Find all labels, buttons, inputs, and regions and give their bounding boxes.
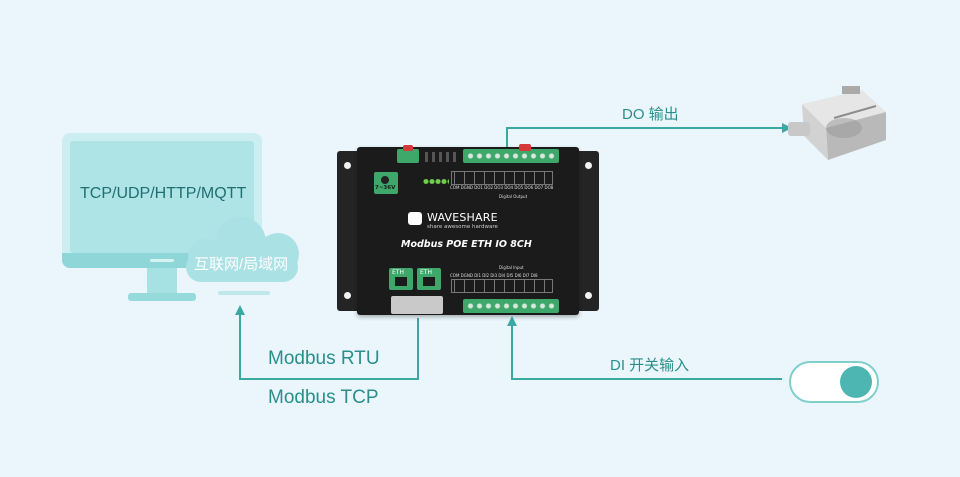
cloud-label: 互联网/局域网 <box>194 256 289 273</box>
do-output-label: DO 输出 <box>622 106 679 123</box>
eth-port-1: ETH <box>389 268 413 290</box>
di-input-label: DI 开关输入 <box>610 357 690 374</box>
brand-label: WAVESHARE <box>427 211 498 224</box>
status-leds <box>423 179 449 184</box>
power-plug <box>403 145 413 151</box>
modbus-line <box>235 305 419 380</box>
do-pin-labels: COM DGND DO1 DO2 DO3 DO4 DO5 DO6 DO7 DO8 <box>450 185 554 190</box>
do-title: Digital Output <box>499 194 528 199</box>
di-pin-labels: COM DGND DI1 DI2 DI3 DI4 DI5 DI6 DI7 DI8 <box>450 273 538 278</box>
waveshare-logo-icon <box>408 212 422 225</box>
do-plug <box>519 144 531 151</box>
power-terminal <box>397 149 419 163</box>
tagline-label: share awesome hardware <box>427 224 498 230</box>
mount-hole <box>585 162 592 169</box>
rj45-socket <box>391 296 443 314</box>
power-screw <box>381 176 389 184</box>
do-terminal-block <box>463 149 559 163</box>
modbus-rtu-label: Modbus RTU <box>268 348 380 369</box>
model-label: Modbus POE ETH IO 8CH <box>401 239 532 250</box>
monitor-led <box>150 259 174 262</box>
mount-hole <box>344 292 351 299</box>
monitor-base <box>128 293 196 301</box>
protocols-label: TCP/UDP/HTTP/MQTT <box>80 185 247 202</box>
monitor-stand <box>147 268 177 294</box>
di-terminal-block <box>463 299 559 313</box>
mount-hole <box>585 292 592 299</box>
header-pins <box>425 152 459 162</box>
modbus-tcp-label: Modbus TCP <box>268 387 379 408</box>
cloud-icon <box>186 217 299 282</box>
toggle-knob <box>840 366 872 398</box>
cloud-shadow <box>218 291 270 295</box>
di-toggle-switch[interactable] <box>789 361 879 403</box>
mount-hole <box>344 162 351 169</box>
di-title: Digital Input <box>499 265 524 270</box>
di-pin-row <box>451 279 553 293</box>
di-input-line <box>507 316 782 380</box>
io-module-device: 7~36V COM DGND DO1 DO2 DO3 DO4 DO5 DO6 D… <box>337 144 599 315</box>
do-output-line <box>506 123 792 150</box>
solenoid-lock-icon <box>788 86 886 160</box>
eth-port-2: ETH <box>417 268 441 290</box>
power-voltage-label: 7~36V <box>375 185 396 191</box>
do-pin-row <box>451 171 553 185</box>
